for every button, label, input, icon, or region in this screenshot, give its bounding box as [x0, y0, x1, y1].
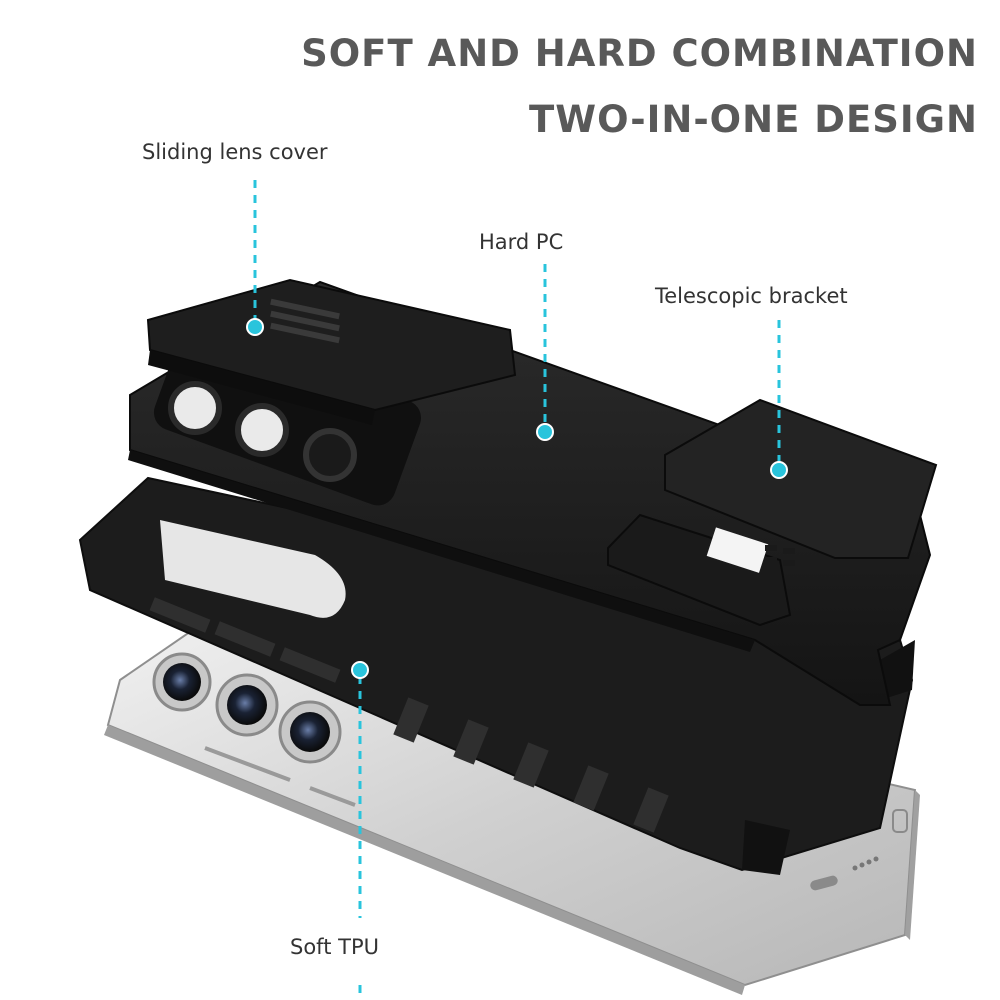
phone-body — [104, 623, 920, 995]
camera-lens-icon — [152, 652, 212, 712]
hard-pc-shell — [128, 278, 938, 706]
callout-soft-tpu: Soft TPU — [290, 935, 379, 959]
camera-lens-icon — [215, 673, 279, 737]
callout-sliding-lens-cover: Sliding lens cover — [142, 140, 328, 164]
callout-dot — [770, 461, 788, 479]
headline-line-1: SOFT AND HARD COMBINATION — [301, 32, 978, 75]
telescopic-bracket — [607, 398, 938, 627]
soft-tpu-frame — [78, 476, 915, 875]
callout-hard-pc: Hard PC — [479, 230, 564, 254]
callout-dot — [246, 318, 264, 336]
callout-dot — [351, 661, 369, 679]
callout-telescopic-bracket: Telescopic bracket — [655, 284, 848, 308]
headline-line-2: TWO-IN-ONE DESIGN — [529, 98, 978, 141]
camera-lens-icon — [278, 700, 342, 764]
callout-dot — [536, 423, 554, 441]
sliding-lens-cover — [146, 278, 517, 425]
